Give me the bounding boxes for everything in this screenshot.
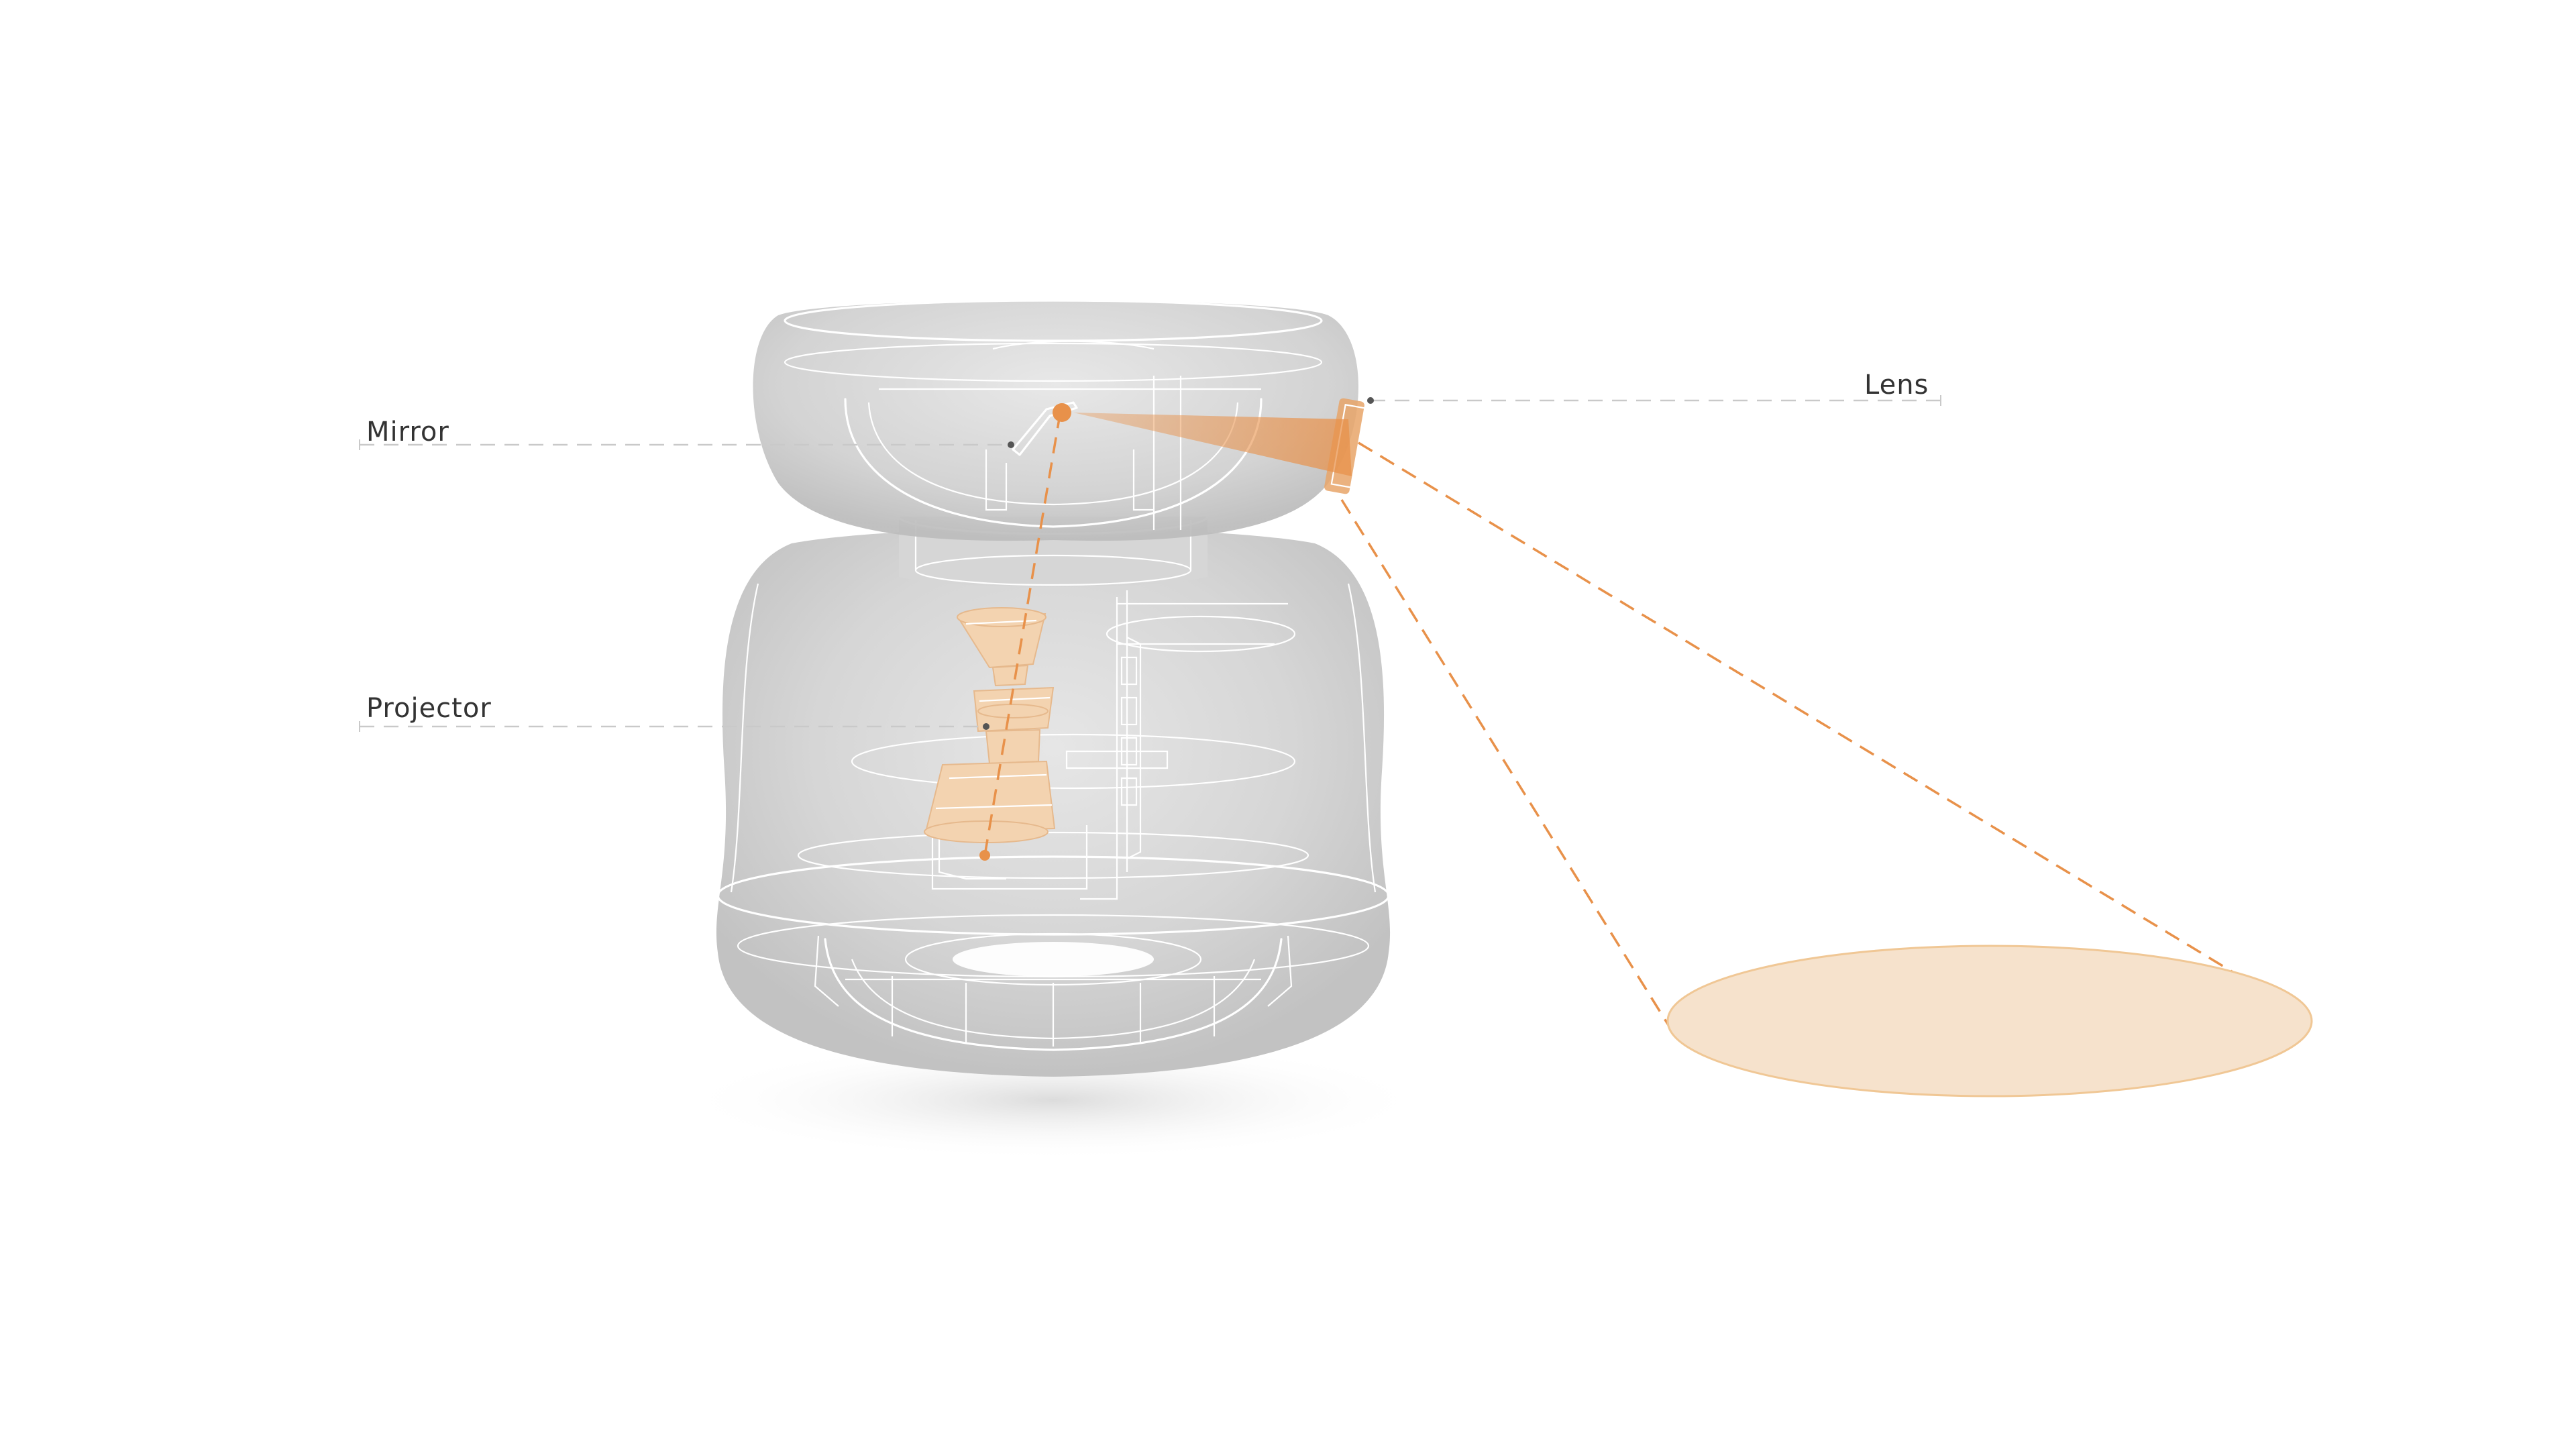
mirror-callout: Mirror (359, 417, 1014, 450)
projection-ray-left (1340, 499, 1670, 1026)
lower-body (716, 528, 1391, 1077)
projection-ray-right (1358, 441, 2235, 974)
mirror-element (1012, 401, 1078, 456)
internal-beam-path (983, 414, 1061, 856)
floor-shadow (678, 1040, 1429, 1161)
mirror-label: Mirror (366, 417, 449, 447)
projector-callout: Projector (359, 693, 989, 732)
mirror-hit-dot (1053, 403, 1071, 422)
lens-label: Lens (1864, 370, 1929, 400)
projected-light-spot (1666, 945, 2313, 1097)
lens-callout: Lens (1367, 370, 1941, 406)
projector-label: Projector (366, 693, 492, 724)
projector-source-dot (979, 850, 990, 861)
base-light-disc (953, 942, 1154, 977)
reflected-beam (1073, 413, 1352, 476)
